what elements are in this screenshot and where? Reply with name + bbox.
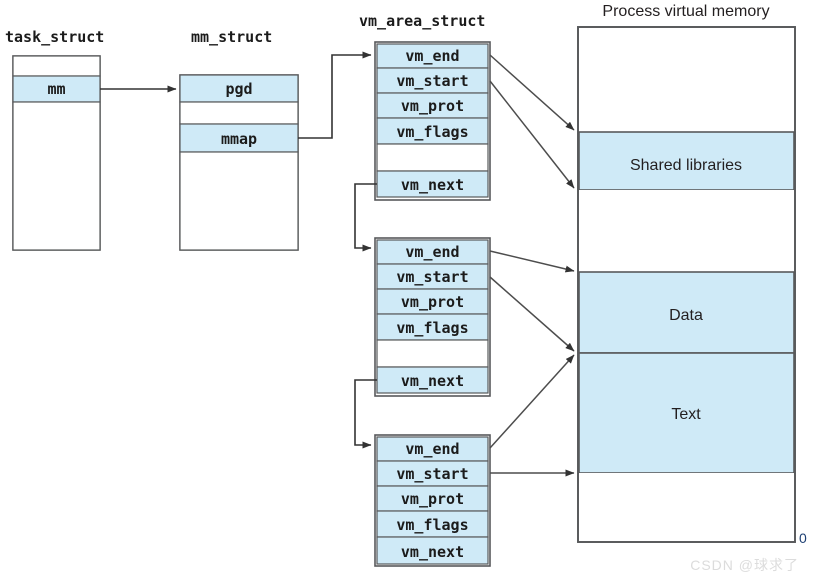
vma1-row-vm-flags	[376, 117, 489, 145]
memory-region-text-label: Text	[671, 406, 701, 423]
csdn-watermark: CSDN @球求了	[690, 557, 799, 573]
task-struct-box: mm	[12, 55, 101, 251]
mm-struct-row-mmap-label: mmap	[221, 130, 257, 148]
vma2-row-vm-prot-label: vm_prot	[401, 293, 464, 311]
vm-area-struct-title: vm_area_struct	[359, 12, 485, 30]
arrow-vma2-vm-start-to-data-bottom	[489, 276, 575, 352]
vma1-row-vm-end	[376, 43, 489, 69]
vma1-row-vm-next	[376, 170, 489, 198]
mm-struct-box: pgd mmap	[179, 74, 299, 251]
vma1-row-empty	[376, 143, 489, 172]
memory-region-shared-libraries	[578, 131, 795, 191]
process-memory-title: Process virtual memory	[602, 3, 769, 20]
arrow-vma1-next-to-vma2	[354, 183, 377, 252]
mm-struct-title: mm_struct	[191, 28, 272, 46]
vma3-row-vm-end-label: vm_end	[405, 440, 459, 458]
vma2-row-vm-end-label: vm_end	[405, 243, 459, 261]
arrow-mmap-to-vma1	[298, 51, 372, 139]
memory-region-data-label: Data	[669, 307, 703, 324]
memory-region-data	[578, 271, 795, 354]
vma2-row-vm-next	[376, 366, 489, 394]
memory-region-bottom-empty	[579, 473, 794, 541]
vma1-row-vm-prot	[376, 92, 489, 119]
vma2-row-vm-prot	[376, 288, 489, 315]
vma1-row-vm-next-label: vm_next	[401, 176, 464, 194]
vma2-row-vm-end	[376, 239, 489, 265]
arrow-vma3-vm-end-to-text-top	[489, 354, 575, 449]
task-struct-row-2	[12, 101, 101, 251]
memory-region-text	[578, 352, 795, 474]
memory-region-shared-libraries-label: Shared libraries	[630, 157, 742, 174]
process-memory-box: Shared libraries Data Text	[577, 26, 796, 543]
memory-region-gap-empty	[579, 190, 794, 272]
arrow-vma2-vm-end-to-data-top	[489, 250, 575, 273]
vma3-row-vm-start-label: vm_start	[396, 465, 468, 483]
mm-struct-row-1	[179, 101, 299, 125]
memory-zero-address-label: 0	[799, 530, 807, 546]
vma1-row-vm-end-label: vm_end	[405, 47, 459, 65]
task-struct-row-mm-label: mm	[47, 80, 65, 98]
vma1-row-vm-start-label: vm_start	[396, 72, 468, 90]
arrow-vma1-vm-start-to-shared-libs-bottom	[489, 80, 575, 189]
vma3-row-vm-next	[376, 536, 489, 565]
vma2-row-empty	[376, 339, 489, 368]
task-struct-row-0	[12, 55, 101, 77]
task-struct-title: task_struct	[5, 28, 104, 46]
vma2-row-vm-flags-label: vm_flags	[396, 319, 468, 337]
vma2-row-vm-next-label: vm_next	[401, 372, 464, 390]
vma3-row-vm-next-label: vm_next	[401, 543, 464, 561]
vma2-row-vm-start-label: vm_start	[396, 268, 468, 286]
vma3-row-vm-flags-label: vm_flags	[396, 516, 468, 534]
vma-block-shared-libraries: vm_end vm_start vm_prot vm_flags vm_next	[374, 41, 491, 201]
vma3-row-vm-end	[376, 436, 489, 462]
arrow-vma1-vm-end-to-shared-libs-top	[489, 54, 575, 131]
task-struct-row-mm	[12, 75, 101, 103]
mm-struct-row-pgd-label: pgd	[225, 80, 252, 98]
vma-block-data: vm_end vm_start vm_prot vm_flags vm_next	[374, 237, 491, 397]
vma2-row-vm-start	[376, 263, 489, 290]
vma-block-text: vm_end vm_start vm_prot vm_flags vm_next	[374, 434, 491, 567]
vma3-row-vm-prot-label: vm_prot	[401, 490, 464, 508]
arrow-vma2-next-to-vma3	[354, 379, 377, 449]
mm-struct-row-3	[179, 151, 299, 251]
vma1-row-vm-prot-label: vm_prot	[401, 97, 464, 115]
vma1-row-vm-flags-label: vm_flags	[396, 123, 468, 141]
memory-region-top-empty	[579, 28, 794, 132]
vma1-row-vm-start	[376, 67, 489, 94]
